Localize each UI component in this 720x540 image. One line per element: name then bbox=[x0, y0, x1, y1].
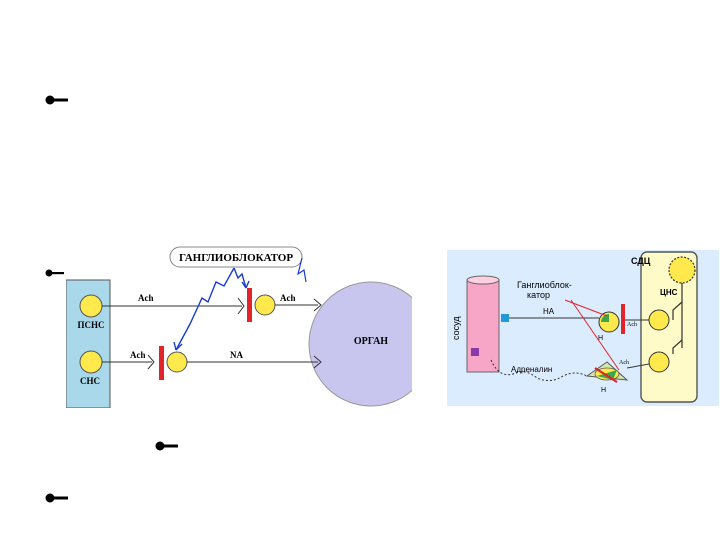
cns-column: СДЦ ЦНС bbox=[631, 251, 698, 403]
ach-bottom-label-right: Ach bbox=[619, 360, 629, 366]
blocker-label-line2: катор bbox=[527, 290, 550, 300]
blocker-label-line1: Ганглиоблок- bbox=[517, 280, 572, 290]
psns-label: ПСНС bbox=[78, 320, 105, 330]
ganglion-block-top bbox=[247, 288, 252, 322]
blocker-banner: ГАНГЛИОБЛОКАТОР bbox=[169, 246, 303, 268]
top-postganglionic-neuron bbox=[254, 294, 276, 316]
organ-label: ОРГАН bbox=[354, 336, 388, 347]
ach-top-pre-label: Ach bbox=[138, 293, 154, 303]
adrenaline-path bbox=[490, 359, 588, 382]
bullet-icon bbox=[45, 269, 64, 277]
n-top-label: Н bbox=[598, 335, 603, 342]
cns-label: ЦНС bbox=[660, 288, 678, 297]
organ-circle bbox=[308, 281, 412, 407]
adrenal-blocker-diagram: СДЦ ЦНС сосуд НА Н Ach Ганглиоблок- като… bbox=[447, 250, 719, 406]
bullet-icon bbox=[155, 441, 178, 451]
bottom-postganglionic-neuron bbox=[166, 351, 188, 373]
psns-ganglion bbox=[79, 294, 103, 318]
ganglion-blocker-diagram: ГАНГЛИОБЛОКАТОР ОРГАН ПСНС СНС Ach Ach A… bbox=[66, 246, 412, 408]
vessel-label: сосуд bbox=[451, 316, 461, 340]
adrenal-gland bbox=[585, 361, 629, 383]
adrenaline-label: Адреналин bbox=[511, 365, 552, 374]
sns-label: СНС bbox=[80, 376, 100, 386]
ach-bottom-pre-label: Ach bbox=[130, 350, 146, 360]
ach-top-post-label: Ach bbox=[280, 293, 296, 303]
banner-label: ГАНГЛИОБЛОКАТОР bbox=[179, 252, 293, 264]
bullet-icon bbox=[45, 493, 68, 503]
blood-vessel: сосуд bbox=[451, 275, 509, 373]
ganglion-block-bottom bbox=[159, 346, 164, 380]
sdc-label: СДЦ bbox=[631, 256, 651, 266]
bullet-icon bbox=[45, 95, 68, 105]
na-label: NA bbox=[230, 350, 243, 360]
ach-top-label-right: Ach bbox=[627, 322, 637, 328]
na-label-right: НА bbox=[543, 307, 555, 316]
sns-ganglion bbox=[79, 350, 103, 374]
blocker-arrow-right bbox=[233, 267, 247, 289]
blocker-arrow-top bbox=[175, 267, 235, 351]
n-bottom-label: Н bbox=[601, 387, 606, 394]
